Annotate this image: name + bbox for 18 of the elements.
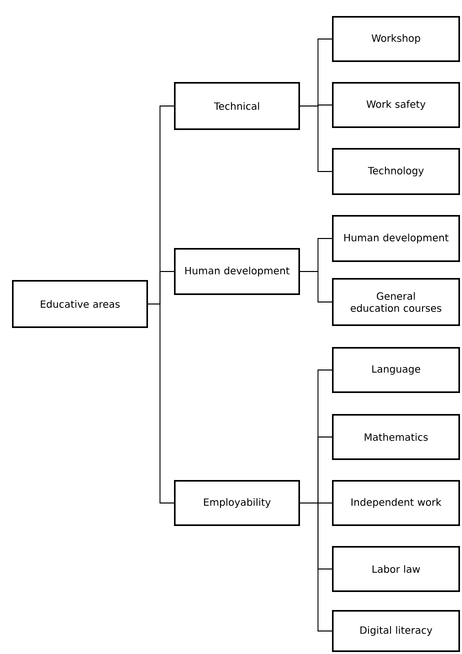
category-box: Technical	[174, 82, 300, 130]
connector-line	[300, 502, 332, 632]
root-box: Educative areas	[12, 280, 148, 328]
topic-box: Workshop	[332, 16, 460, 62]
topic-box: Independent work	[332, 480, 460, 526]
connector-line	[300, 271, 332, 302]
connector-line	[148, 304, 174, 504]
topic-box: Digital literacy	[332, 610, 460, 652]
category-box: Employability	[174, 480, 300, 526]
category-box: Human development	[174, 248, 300, 295]
topic-box: Mathematics	[332, 414, 460, 460]
topic-box: Technology	[332, 148, 460, 196]
topic-box: Language	[332, 347, 460, 393]
topic-box: Work safety	[332, 82, 460, 128]
topic-box: Labor law	[332, 546, 460, 592]
connector-line	[300, 106, 332, 172]
topic-box: Human development	[332, 215, 460, 262]
topic-box: General education courses	[332, 278, 460, 326]
